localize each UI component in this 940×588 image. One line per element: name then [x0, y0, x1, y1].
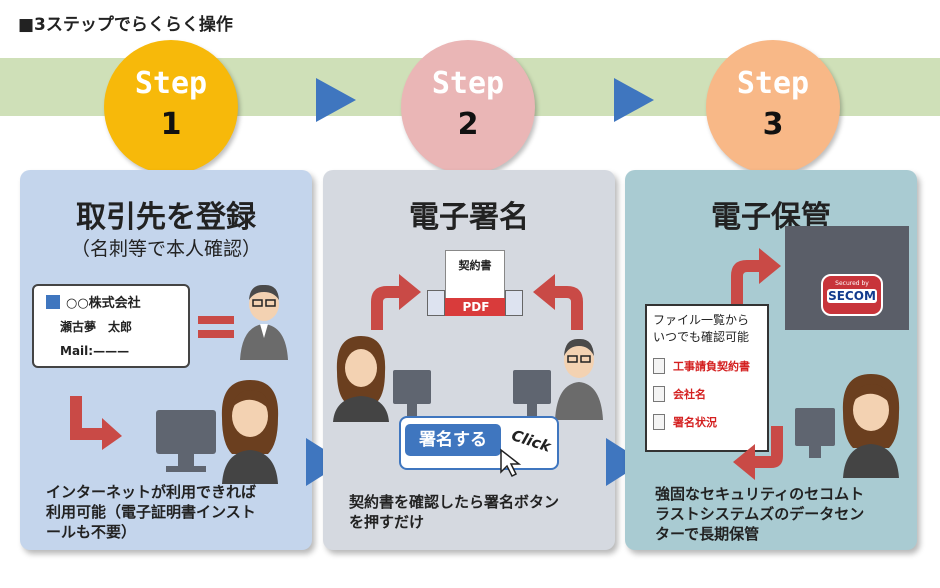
desc-line: ラストシステムズのデータセン — [655, 505, 865, 523]
desc-line: インターネットが利用できれば — [46, 483, 257, 501]
secom-badge: Secured by SECOM — [821, 274, 883, 316]
panel-signature: 電子署名 契約書 PDF 署名する Click 契約書を確認したら署名ボタン を… — [323, 170, 615, 550]
step-3-circle: Step 3 — [706, 40, 840, 174]
woman-at-computer-icon — [156, 380, 279, 484]
panel-storage: 電子保管 Secured by SECOM ファイル一覧から いつでも確認可能 … — [625, 170, 917, 550]
desc-line: 強固なセキュリティのセコムト — [655, 485, 865, 503]
certificate-icon — [427, 290, 445, 316]
desc-line: 利用可能（電子証明書インスト — [46, 503, 256, 521]
file-item-label: 会社名 — [673, 388, 706, 401]
panel-subtitle: （名刺等で本人確認） — [70, 238, 261, 260]
desc-line: ターで長期保管 — [655, 525, 760, 543]
panel-description: インターネットが利用できれば 利用可能（電子証明書インスト ールも不要） — [46, 482, 256, 542]
panel-description: 契約書を確認したら署名ボタン を押すだけ — [349, 492, 559, 532]
step-2-number: 2 — [457, 107, 479, 142]
header-line: いつでも確認可能 — [653, 330, 750, 344]
secom-logo: SECOM — [827, 289, 877, 303]
file-icon — [653, 386, 665, 402]
arrow-right-icon — [316, 78, 356, 122]
pdf-label: PDF — [441, 298, 511, 316]
red-arrow-icon — [733, 426, 783, 480]
panel-description: 強固なセキュリティのセコムト ラストシステムズのデータセン ターで長期保管 — [655, 484, 864, 544]
desc-line: を押すだけ — [349, 513, 425, 531]
panel-register: 取引先を登録 （名刺等で本人確認） ○○株式会社 瀬古夢 太郎 Mail:———… — [20, 170, 312, 550]
certificate-icon — [505, 290, 523, 316]
red-arrow-icon — [371, 274, 421, 330]
header-line: ファイル一覧から — [653, 313, 750, 327]
card-name: 瀬古夢 太郎 — [60, 320, 133, 334]
equals-icon — [198, 316, 234, 342]
step-1-number: 1 — [160, 107, 182, 142]
business-card: ○○株式会社 瀬古夢 太郎 Mail:——— — [32, 284, 190, 368]
step-3-number: 3 — [762, 107, 784, 142]
woman-at-computer-icon — [333, 336, 431, 422]
card-company: ○○株式会社 — [66, 296, 141, 311]
file-icon — [653, 414, 665, 430]
cursor-arrow-icon — [500, 448, 522, 478]
woman-at-computer-icon — [795, 374, 900, 478]
file-item: 会社名 — [653, 386, 706, 402]
card-mail: Mail:——— — [60, 344, 130, 358]
red-arrow-icon — [731, 248, 781, 304]
file-list-box: ファイル一覧から いつでも確認可能 工事請負契約書 会社名 署名状況 — [645, 304, 769, 452]
businessman-icon — [240, 284, 288, 360]
step-2-circle: Step 2 — [401, 40, 535, 174]
file-list-header: ファイル一覧から いつでも確認可能 — [653, 312, 749, 346]
desc-line: ールも不要） — [46, 523, 137, 541]
red-arrow-icon — [70, 396, 122, 450]
logo-square-icon — [46, 295, 60, 309]
page-heading: ■3ステップでらくらく操作 — [18, 15, 233, 35]
doc-label: 契約書 — [458, 259, 492, 272]
secured-by-label: Secured by — [835, 280, 869, 287]
sign-button[interactable]: 署名する — [405, 424, 501, 456]
desc-line: 契約書を確認したら署名ボタン — [349, 493, 560, 511]
red-arrow-icon — [533, 274, 583, 330]
panel-title: 電子署名 — [409, 200, 529, 235]
panel-title: 取引先を登録 — [76, 200, 256, 235]
step-3-label: Step — [736, 66, 810, 101]
file-item-label: 工事請負契約書 — [673, 360, 750, 373]
step-1-label: Step — [134, 66, 208, 101]
file-item: 工事請負契約書 — [653, 358, 750, 374]
file-item: 署名状況 — [653, 414, 717, 430]
arrow-right-icon — [614, 78, 654, 122]
file-item-label: 署名状況 — [673, 416, 717, 429]
step-2-label: Step — [431, 66, 505, 101]
step-1-circle: Step 1 — [104, 40, 238, 174]
businessman-at-computer-icon — [513, 338, 603, 420]
file-icon — [653, 358, 665, 374]
